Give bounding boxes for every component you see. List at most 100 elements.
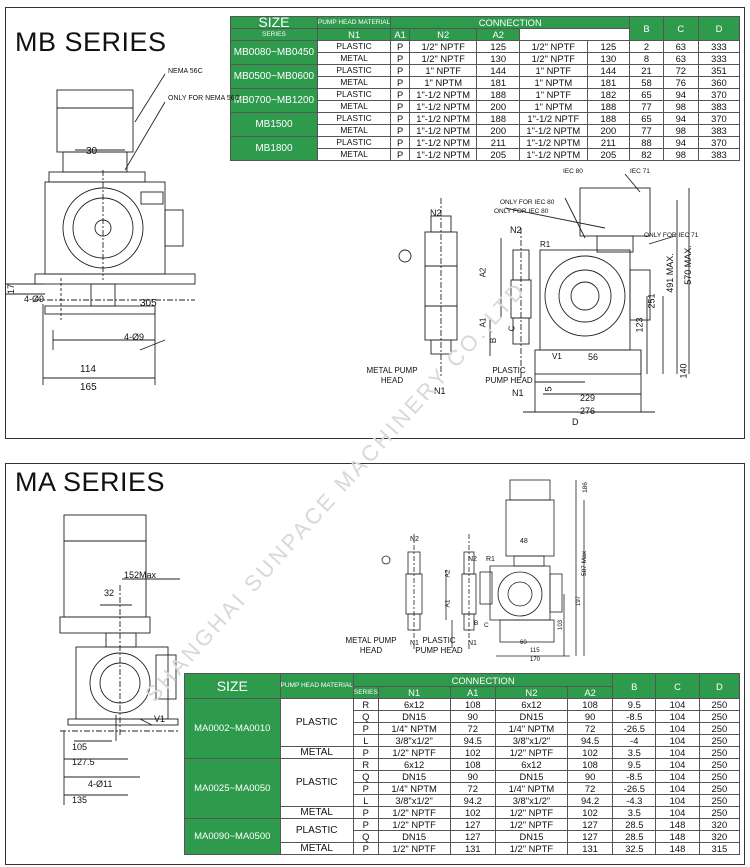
ma-a1-cell: 131 [449,842,497,855]
mb-header-b: B [629,16,664,41]
ma-header-series: SERIES [352,686,379,699]
ma-b-cell: -26.5 [612,722,657,735]
ma-material-cell: METAL [279,746,354,759]
mb-header-c: C [662,16,699,41]
mb-header-n2: N2 [408,28,478,41]
mb-n2-cell: 1"-1/2 NPTF [519,112,588,125]
ma-n1-cell: 1/2" NPTF [377,746,451,759]
ma-a2-cell: 127 [566,818,614,831]
mb-dim-251: 251 [646,293,657,309]
mb-size-cell: MB1800 [230,136,318,161]
mb-label-only-nema: ONLY FOR NEMA 56C [168,95,240,102]
ma-n2-cell: DN15 [495,830,568,843]
mb-n2-cell: 1" NPTM [519,76,588,89]
ma-a1-cell: 127 [449,818,497,831]
ma-series-cell: R [352,758,379,771]
mb-n1-cell: 1"-1/2 NPTM [408,100,478,113]
ma-c-cell: 148 [655,842,700,855]
ma-label-n2b: N2 [468,556,477,563]
ma-a1-cell: 90 [449,710,497,723]
ma-series-cell: Q [352,710,379,723]
mb-n2-cell: 1" NPTM [519,100,588,113]
ma-b-cell: 9.5 [612,698,657,711]
ma-label-r1: R1 [486,556,495,563]
mb-label-n2a: N2 [430,208,442,218]
ma-c-cell: 104 [655,794,700,807]
ma-d-cell: 250 [698,758,741,771]
mb-label-c: C [507,325,517,332]
mb-series-cell: P [390,100,410,113]
mb-label-iec80: IEC 80 [563,168,583,175]
mb-header-series: SERIES [230,28,318,41]
ma-b-cell: 9.5 [612,758,657,771]
ma-n1-cell: 1/2" NPTF [377,842,451,855]
mb-label-n1a: N1 [434,386,446,396]
ma-b-cell: 28.5 [612,830,657,843]
mb-material-cell: METAL [316,76,392,89]
ma-a2-cell: 94.5 [566,734,614,747]
mb-dim-4phi9b: 4-Ø9 [124,332,145,342]
mb-c-cell: 72 [662,64,699,77]
ma-size-cell: MA0025~MA0050 [184,758,281,819]
ma-d-cell: 320 [698,818,741,831]
ma-a1-cell: 127 [449,830,497,843]
mb-dim-165: 165 [80,382,97,393]
ma-a1-cell: 94.5 [449,734,497,747]
ma-series-cell: P [352,782,379,795]
ma-n2-cell: 1/4" NPTM [495,782,568,795]
mb-header-size: SIZE [230,15,318,29]
mb-material-cell: PLASTIC [316,136,392,149]
mb-series-cell: P [390,64,410,77]
mb-n2-cell: 1/2" NPTF [519,52,588,65]
ma-material-cell: PLASTIC [279,698,354,747]
mb-n2-cell: 1"-1/2 NPTM [519,148,588,161]
ma-c-cell: 104 [655,746,700,759]
ma-d-cell: 250 [698,770,741,783]
mb-c-cell: 98 [662,124,699,137]
mb-n1-cell: 1" NPTM [408,76,478,89]
mb-dim-30: 30 [86,146,98,157]
mb-c-cell: 63 [662,40,699,53]
mb-c-cell: 98 [662,148,699,161]
ma-d-cell: 250 [698,746,741,759]
ma-label-c: C [484,622,489,629]
ma-a2-cell: 72 [566,722,614,735]
ma-c-cell: 104 [655,782,700,795]
mb-d-cell: 370 [697,136,741,149]
ma-b-cell: -26.5 [612,782,657,795]
ma-label-n1b: N1 [468,640,477,647]
ma-d-cell: 250 [698,734,741,747]
ma-d-cell: 320 [698,830,741,843]
ma-a2-cell: 127 [566,830,614,843]
mb-series-title: MB SERIES [15,27,167,57]
ma-c-cell: 104 [655,770,700,783]
mb-a1-cell: 188 [476,112,521,125]
ma-label-a2: A2 [444,569,452,578]
ma-label-b: B [474,620,479,627]
mb-label-n2b: N2 [510,225,522,235]
ma-b-cell: -8.5 [612,710,657,723]
ma-label-plastic-head: PLASTIC PUMP HEAD [415,636,463,655]
ma-n1-cell: 1/2" NPTF [377,818,451,831]
ma-label-a1: A1 [444,599,452,608]
ma-a1-cell: 102 [449,746,497,759]
ma-dim-48: 48 [520,538,528,545]
mb-dim-17: 17 [6,283,17,295]
ma-a1-cell: 108 [449,758,497,771]
mb-a2-cell: 125 [586,40,631,53]
ma-n1-cell: 3/8"x1/2" [377,734,451,747]
mb-c-cell: 76 [662,76,699,89]
mb-spec-table: SIZE PUMP HEAD MATERIAL CONNECTION B C D… [230,15,741,161]
mb-c-cell: 63 [662,52,699,65]
mb-dim-4phi9a: 4-Ø9 [24,294,45,304]
ma-a2-cell: 131 [566,842,614,855]
ma-b-cell: 3.5 [612,806,657,819]
mb-material-cell: PLASTIC [316,88,392,101]
mb-n2-cell: 1" NPTF [519,64,588,77]
ma-header-size: SIZE [184,673,281,699]
ma-label-n2a: N2 [410,536,419,543]
